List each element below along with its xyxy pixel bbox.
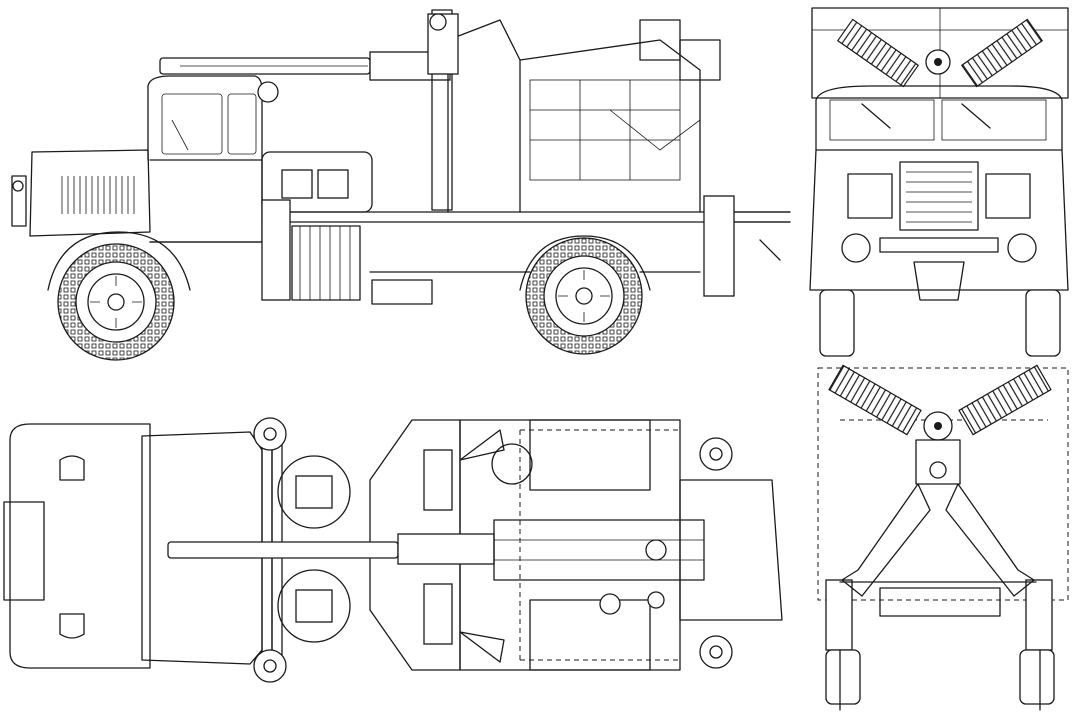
front-fender	[47, 231, 191, 291]
rear-fender	[519, 235, 651, 291]
radiator-grille	[899, 161, 979, 231]
outrigger-arm	[733, 211, 791, 261]
recoil-spring	[261, 13, 735, 301]
fuel-tank	[371, 279, 433, 305]
rear-view	[817, 364, 1069, 711]
front-view	[809, 7, 1069, 357]
front-wheel	[57, 243, 175, 361]
spotlight	[257, 81, 279, 103]
windshield-frame	[815, 85, 1063, 151]
spare-wheel	[277, 455, 351, 529]
front-tires	[819, 289, 1061, 357]
rear-tires	[825, 649, 1055, 705]
rear-wheel	[525, 237, 643, 355]
recoil-spring	[423, 449, 453, 511]
outrigger-pad	[253, 417, 733, 683]
front-body	[809, 149, 1069, 291]
hood-top	[9, 423, 151, 669]
side-view	[11, 9, 791, 361]
gun-barrel	[167, 519, 705, 581]
bumper	[879, 237, 999, 253]
hood	[11, 149, 151, 237]
recoil-spring	[836, 18, 1044, 88]
cab	[147, 75, 263, 161]
headlight-left	[841, 233, 871, 263]
body-outline	[817, 367, 1069, 601]
top-view	[3, 417, 783, 683]
recoil-spring	[825, 364, 1053, 651]
headlight-right	[1007, 233, 1037, 263]
outrigger-arm	[841, 483, 931, 597]
chassis-rail	[149, 241, 701, 273]
ammo-rack	[291, 225, 361, 301]
rear-plate	[679, 479, 783, 621]
gun-platform	[149, 9, 791, 243]
outrigger-pad	[429, 13, 447, 31]
